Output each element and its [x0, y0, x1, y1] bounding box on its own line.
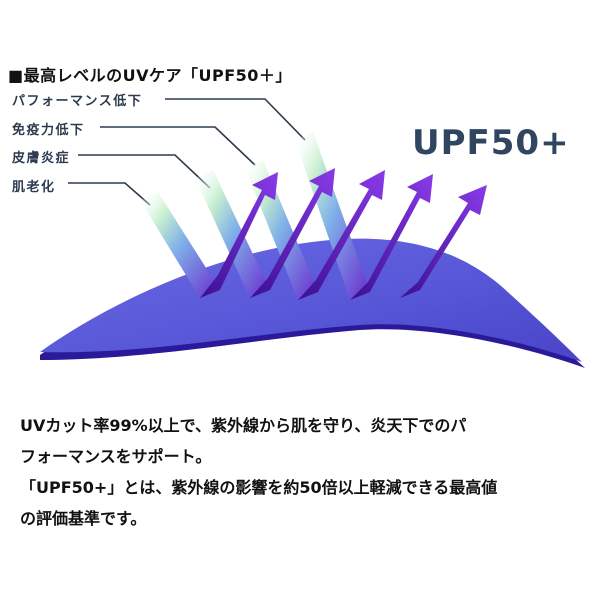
callout-performance-decline: パフォーマンス低下 — [12, 94, 143, 109]
callout-immunity-decline: 免疫力低下 — [12, 123, 85, 138]
reflected-uv-arrows — [200, 168, 487, 300]
uv-fabric-illustration — [40, 98, 585, 368]
upf-rating-badge: UPF50+ — [412, 123, 570, 163]
description-line: 「UPF50+」とは、紫外線の影響を約50倍以上軽減できる最高値 — [20, 478, 498, 497]
section-heading: ■最高レベルのUVケア「UPF50＋」 — [8, 66, 292, 85]
description-line: フォーマンスをサポート。 — [20, 447, 212, 466]
description-text: UVカット率99%以上で、紫外線から肌を守り、炎天下でのパ フォーマンスをサポー… — [20, 410, 590, 534]
callout-skin-inflammation: 皮膚炎症 — [12, 151, 71, 166]
callout-skin-aging: 肌老化 — [12, 180, 56, 195]
description-line: の評価基準です。 — [20, 509, 147, 528]
description-line: UVカット率99%以上で、紫外線から肌を守り、炎天下でのパ — [20, 416, 467, 435]
fabric-sheet — [40, 238, 585, 368]
